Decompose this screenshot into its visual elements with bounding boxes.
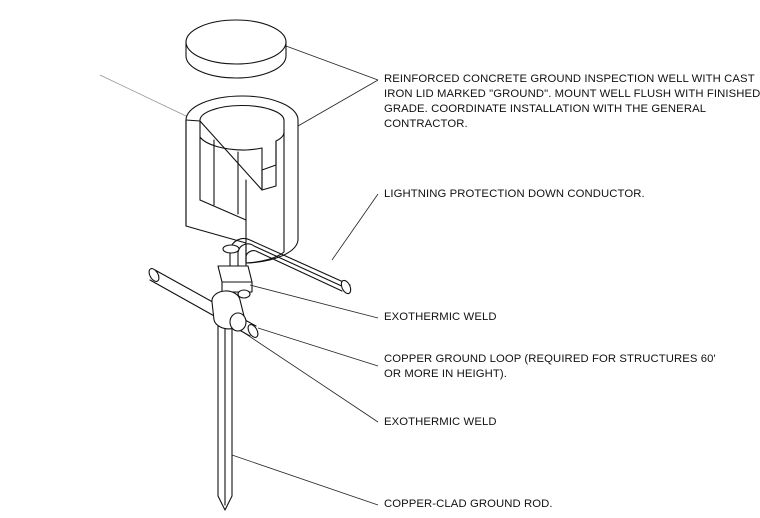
callout-copper-ground-loop: COPPER GROUND LOOP (REQUIRED FOR STRUCTU… — [384, 352, 716, 382]
callout-exothermic-weld-lower: EXOTHERMIC WELD — [384, 415, 497, 430]
callout-line: LIGHTNING PROTECTION DOWN CONDUCTOR. — [384, 188, 645, 200]
callout-line: CONTRACTOR. — [384, 118, 468, 130]
leader-lines — [231, 45, 379, 506]
callout-line: EXOTHERMIC WELD — [384, 416, 497, 428]
callout-ground-rod: COPPER-CLAD GROUND ROD. — [384, 497, 553, 512]
callout-down-conductor: LIGHTNING PROTECTION DOWN CONDUCTOR. — [384, 187, 645, 202]
copper-clad-ground-rod — [217, 299, 233, 511]
conductor-clamp — [217, 265, 253, 299]
construction-line — [99, 74, 187, 117]
exothermic-weld-lower-blob — [211, 290, 247, 332]
callout-line: COPPER-CLAD GROUND ROD. — [384, 498, 553, 510]
callout-line: IRON LID MARKED "GROUND". MOUNT WELL FLU… — [384, 88, 760, 100]
cast-iron-lid — [185, 19, 287, 79]
callout-line: OR MORE IN HEIGHT). — [384, 368, 508, 380]
callout-exothermic-weld-upper: EXOTHERMIC WELD — [384, 310, 497, 325]
down-conductor-cable — [222, 238, 352, 295]
callout-line: EXOTHERMIC WELD — [384, 311, 497, 323]
callout-inspection-well: REINFORCED CONCRETE GROUND INSPECTION WE… — [384, 72, 760, 132]
callout-line: GRADE. COORDINATE INSTALLATION WITH THE … — [384, 103, 707, 115]
callout-line: COPPER GROUND LOOP (REQUIRED FOR STRUCTU… — [384, 353, 716, 365]
inspection-well — [185, 95, 299, 264]
callout-line: REINFORCED CONCRETE GROUND INSPECTION WE… — [384, 73, 755, 85]
